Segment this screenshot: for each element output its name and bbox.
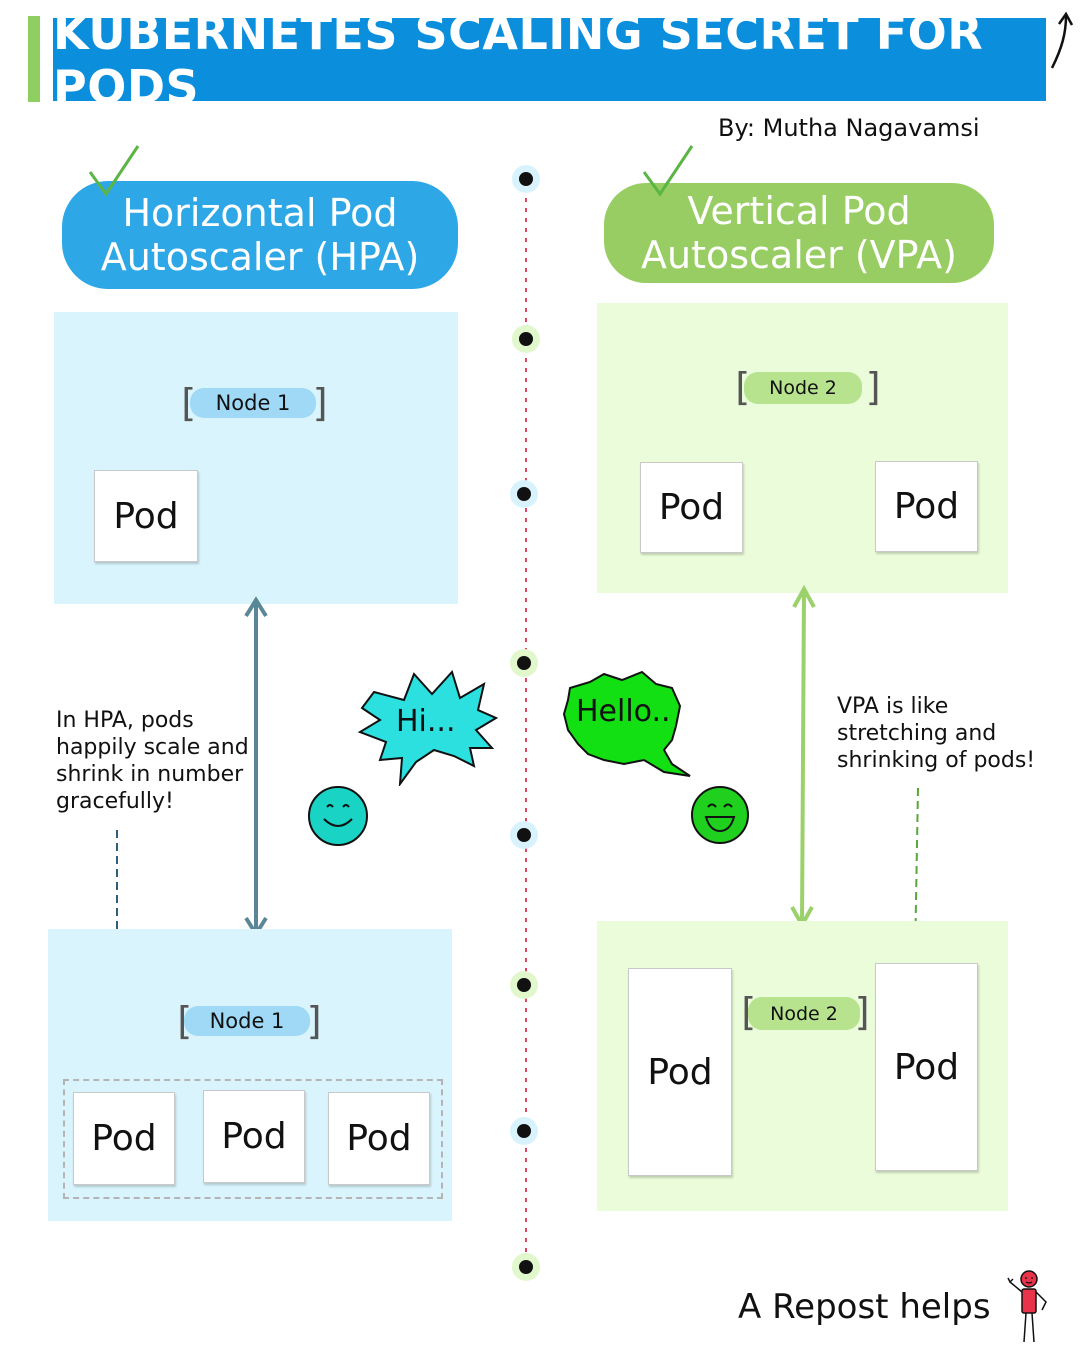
stick-figure-icon (1007, 1270, 1047, 1343)
vpa-note-line: shrinking of pods! (837, 748, 1036, 773)
check-mark-icon (642, 145, 694, 197)
hpa-top-pod: Pod (94, 470, 198, 562)
page-title: KUBERNETES SCALING SECRET FOR PODS (53, 6, 1046, 114)
vpa-bottom-node-label: Node 2 (748, 997, 860, 1030)
vpa-bottom-pod: Pod (628, 968, 732, 1176)
hpa-bottom-pod: Pod (328, 1092, 430, 1185)
author-credit: By: Mutha Nagavamsi (718, 114, 980, 142)
curved-arrow-icon (1050, 11, 1074, 69)
divider-node-icon (512, 1253, 540, 1281)
bracket-right: ] (852, 990, 875, 1034)
vpa-top-pod: Pod (875, 461, 978, 552)
vpa-title-line2: Autoscaler (VPA) (641, 233, 957, 277)
vpa-title-line1: Vertical Pod (687, 189, 911, 233)
repost-callout: A Repost helps (738, 1287, 991, 1327)
speech-burst-icon (562, 670, 691, 777)
vpa-note-line: stretching and (837, 721, 997, 746)
hpa-note: In HPA, pods happily scale and shrink in… (56, 707, 249, 815)
vpa-top-node-label: Node 2 (744, 372, 862, 404)
vpa-bottom-pod: Pod (875, 963, 978, 1171)
hpa-bottom-node-label: Node 1 (184, 1006, 310, 1036)
hpa-title: Horizontal Pod Autoscaler (HPA) (62, 181, 458, 289)
hpa-title-line1: Horizontal Pod (122, 191, 398, 235)
hpa-bottom-pod: Pod (203, 1090, 305, 1183)
accent-stripe (28, 16, 40, 102)
vpa-note: VPA is like stretching and shrinking of … (837, 693, 1035, 774)
vpa-speech-text: Hello.. (576, 694, 671, 729)
hpa-note-line: shrink in number (56, 762, 244, 787)
replica-group (63, 1079, 443, 1199)
hpa-bottom-pod: Pod (73, 1092, 175, 1185)
hpa-note-line: gracefully! (56, 789, 174, 814)
hpa-title-line2: Autoscaler (HPA) (100, 235, 420, 279)
hpa-top-node-label: Node 1 (190, 388, 316, 418)
divider-node-icon (510, 971, 538, 999)
speech-burst-icon (357, 670, 498, 786)
smiley-face-icon (691, 786, 749, 844)
bracket-right: ] (304, 999, 327, 1043)
vpa-top-pod: Pod (640, 462, 743, 553)
divider-node-icon (510, 1117, 538, 1145)
hpa-speech-text: Hi... (396, 704, 456, 739)
bracket-right: ] (863, 365, 886, 409)
double-arrow-icon (790, 585, 816, 930)
check-mark-icon (88, 145, 140, 197)
divider-node-icon (510, 821, 538, 849)
divider-node-icon (510, 649, 538, 677)
vpa-note-line: VPA is like (837, 694, 949, 719)
divider-node-icon (510, 480, 538, 508)
bracket-right: ] (310, 381, 333, 425)
divider-node-icon (512, 325, 540, 353)
center-divider (510, 165, 540, 1281)
divider-node-icon (512, 165, 540, 193)
vpa-title: Vertical Pod Autoscaler (VPA) (604, 183, 994, 283)
smiley-face-icon (308, 786, 368, 846)
hpa-note-line: In HPA, pods (56, 708, 194, 733)
hpa-note-line: happily scale and (56, 735, 249, 760)
